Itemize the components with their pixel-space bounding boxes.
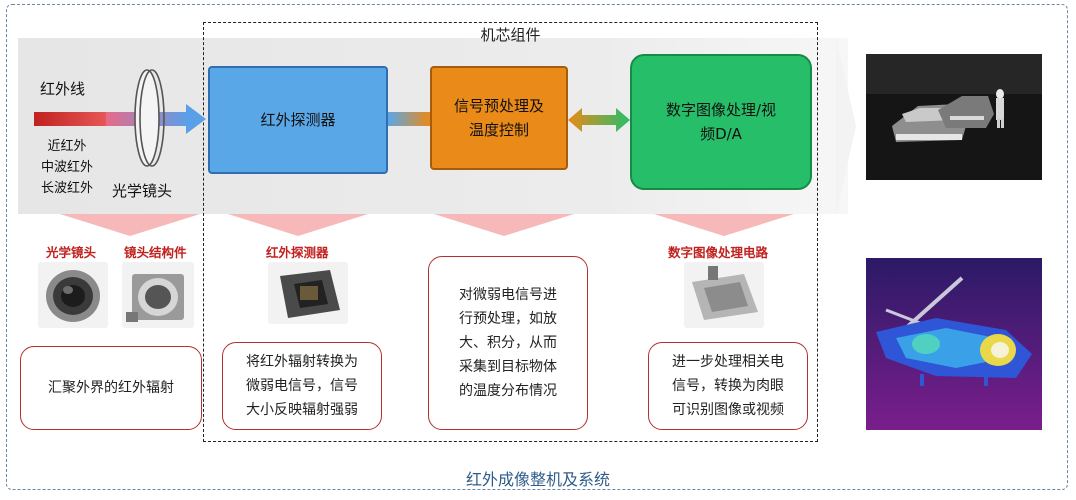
digital-description-line3: 可识别图像或视频 (672, 402, 784, 418)
signal-description-line5: 的温度分布情况 (459, 383, 557, 399)
detector-to-signal-connector (388, 112, 430, 126)
signal-description-line3: 大、积分，从而 (459, 335, 557, 351)
digital-description: 进一步处理相关电 信号，转换为肉眼 可识别图像或视频 (648, 342, 808, 430)
detector-pointer (228, 214, 368, 236)
thermal-image-vehicles (866, 54, 1042, 180)
system-title: 红外成像整机及系统 (465, 470, 610, 489)
signal-description: 对微弱电信号进 行预处理，如放 大、积分，从而 采集到目标物体 的温度分布情况 (428, 256, 588, 430)
signal-description-line2: 行预处理，如放 (459, 311, 557, 327)
lens-pointer (60, 214, 200, 236)
digital-circuit-component-label: 数字图像处理电路 (668, 245, 769, 260)
band-long-ir: 长波红外 (40, 181, 93, 196)
signal-block-line2: 温度控制 (468, 121, 529, 139)
lens-icon (134, 69, 165, 167)
signal-description-line1: 对微弱电信号进 (459, 287, 557, 303)
core-module-title: 机芯组件 (480, 26, 541, 44)
band-arrow-tip (836, 38, 856, 214)
system-frame (6, 4, 1068, 490)
detector-component-label: 红外探测器 (266, 245, 329, 260)
band-mid-ir: 中波红外 (40, 160, 93, 175)
ir-bands-list: 近红外 中波红外 长波红外 (32, 136, 102, 199)
detector-description-line3: 大小反映辐射强弱 (246, 402, 358, 418)
detector-block: 红外探测器 (208, 66, 388, 174)
ir-ray (34, 112, 110, 126)
detector-description-line1: 将红外辐射转换为 (246, 354, 358, 370)
lens-label: 光学镜头 (112, 182, 173, 200)
core-module-frame (203, 22, 818, 442)
digital-circuit-photo (684, 262, 764, 328)
lens-structure-component-label: 镜头结构件 (124, 245, 187, 260)
lens-structure-photo (122, 262, 194, 328)
bidirectional-arrow (568, 108, 630, 132)
lens-description-text: 汇聚外界的红外辐射 (48, 380, 174, 396)
lens-description: 汇聚外界的红外辐射 (20, 346, 202, 430)
detector-description-line2: 微弱电信号，信号 (246, 378, 358, 394)
digital-description-line2: 信号，转换为肉眼 (672, 378, 784, 394)
digital-description-line1: 进一步处理相关电 (672, 354, 784, 370)
signal-block: 信号预处理及 温度控制 (430, 66, 568, 170)
digital-block: 数字图像处理/视 频D/A (630, 54, 812, 190)
detector-description: 将红外辐射转换为 微弱电信号，信号 大小反映辐射强弱 (222, 342, 382, 430)
signal-block-line1: 信号预处理及 (453, 97, 544, 115)
ir-label: 红外线 (40, 80, 86, 98)
optical-lens-component-label: 光学镜头 (46, 245, 97, 260)
digital-block-line1: 数字图像处理/视 (665, 101, 777, 119)
band-near-ir: 近红外 (47, 139, 87, 154)
thermal-image-helicopter (866, 258, 1042, 430)
digital-block-line2: 频D/A (700, 125, 742, 143)
detector-photo (268, 262, 348, 324)
optical-lens-photo (38, 262, 108, 328)
signal-pointer (434, 214, 574, 236)
digital-pointer (654, 214, 794, 236)
signal-description-line4: 采集到目标物体 (459, 359, 557, 375)
detector-block-label: 红外探测器 (260, 111, 336, 129)
